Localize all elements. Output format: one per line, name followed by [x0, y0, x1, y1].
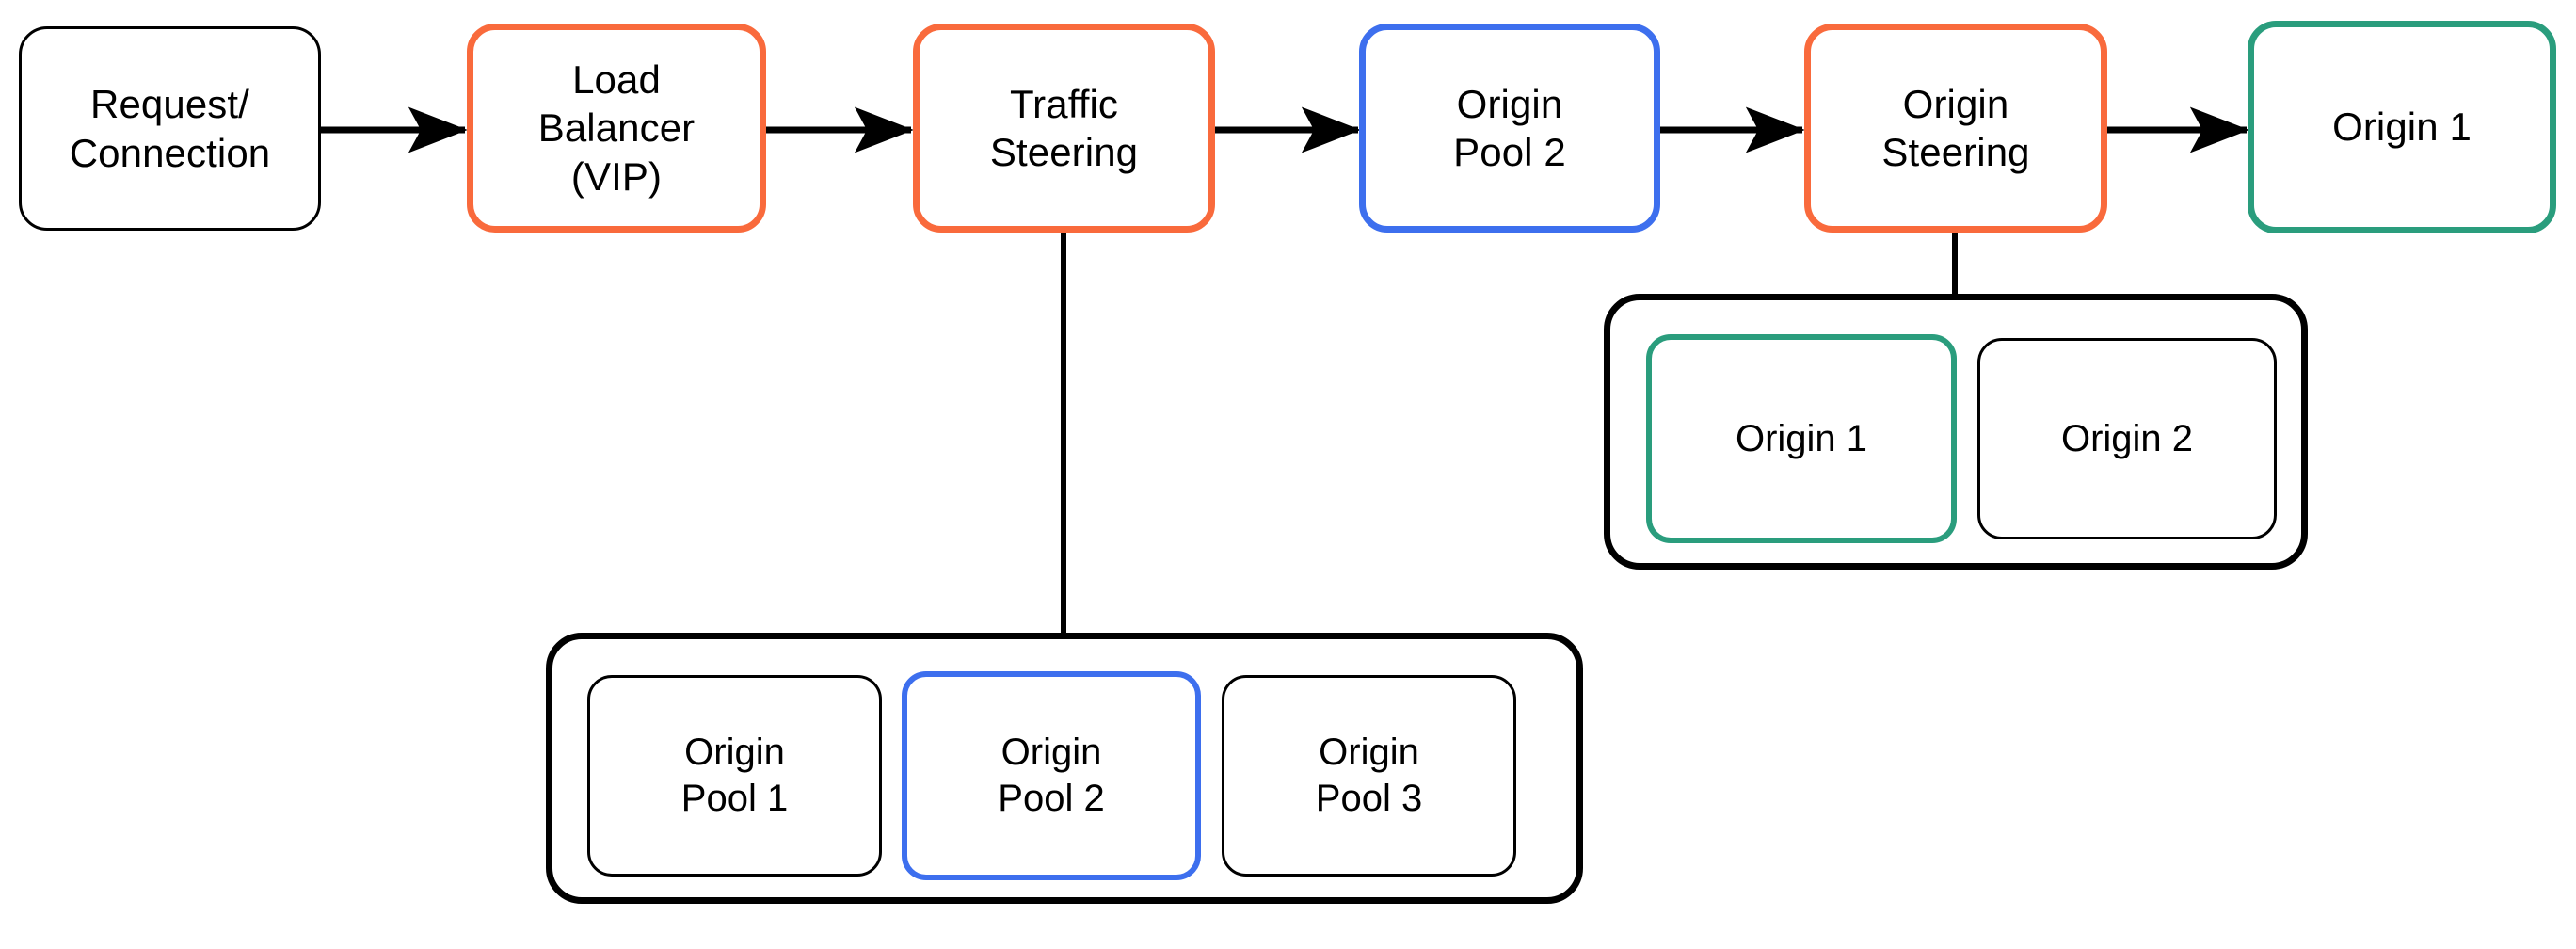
group-node-origin-pool-1[interactable]: Origin Pool 1 [587, 675, 882, 877]
group-node-origin-pool-2[interactable]: Origin Pool 2 [902, 671, 1201, 880]
node-traffic-steering[interactable]: Traffic Steering [913, 24, 1215, 233]
node-request-connection[interactable]: Request/ Connection [19, 26, 321, 231]
node-load-balancer-vip[interactable]: Load Balancer (VIP) [467, 24, 766, 233]
group-origin-pool-members: Origin 1 Origin 2 [1604, 294, 2308, 570]
node-origin-steering[interactable]: Origin Steering [1804, 24, 2107, 233]
group-node-origin-pool-3[interactable]: Origin Pool 3 [1222, 675, 1516, 877]
node-origin-pool-2[interactable]: Origin Pool 2 [1359, 24, 1660, 233]
group-node-origin-2[interactable]: Origin 2 [1977, 338, 2277, 539]
group-origin-pools: Origin Pool 1 Origin Pool 2 Origin Pool … [546, 633, 1583, 904]
node-origin-1[interactable]: Origin 1 [2248, 21, 2556, 233]
group-node-origin-1[interactable]: Origin 1 [1646, 334, 1957, 543]
